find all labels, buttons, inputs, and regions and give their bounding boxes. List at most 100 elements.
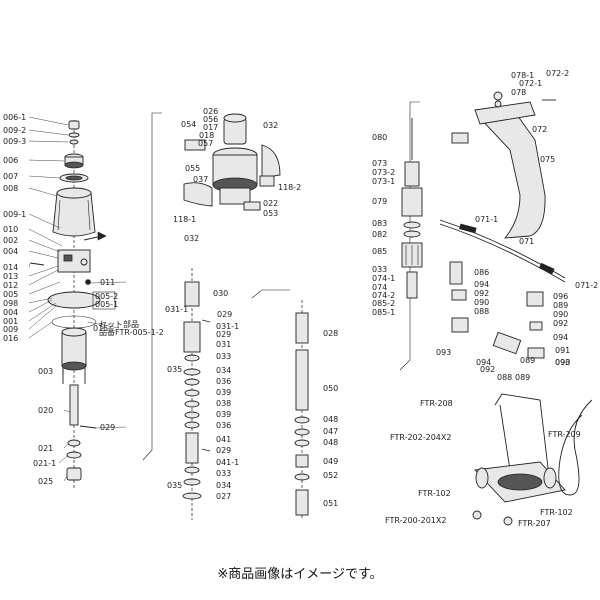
leader-line (28, 265, 59, 277)
middle-assembly (142, 112, 310, 520)
label-071-2: 071-2 (575, 281, 598, 290)
part-048b (294, 439, 310, 447)
part-027 (182, 492, 202, 500)
label-029: 029 (216, 446, 231, 455)
leader-line (28, 239, 61, 253)
label-FTR-102: FTR-102 (418, 489, 451, 498)
label-031-1: 031-1 (165, 305, 188, 314)
label-009: 009 (3, 325, 18, 334)
part-008-motor (52, 192, 96, 237)
label-072-2: 072-2 (546, 69, 569, 78)
leader-line (28, 228, 63, 247)
label-039: 039 (216, 388, 231, 397)
label-082: 082 (372, 230, 387, 239)
part-049 (295, 454, 309, 468)
motor-shade-2 (87, 199, 91, 231)
part-052 (294, 473, 310, 481)
cart-upright (499, 404, 511, 471)
label-034: 034 (216, 366, 231, 375)
part-051 (295, 489, 309, 516)
switch-block-detail (63, 254, 73, 262)
label-029: 029 (216, 330, 231, 339)
leader-line (28, 213, 61, 229)
part-025 (66, 467, 82, 481)
leader-line (28, 302, 57, 322)
part-022-053 (243, 201, 261, 211)
label-074-2: 074-2 (372, 291, 395, 300)
label-035: 035 (167, 481, 182, 490)
label-021-1: 021-1 (33, 459, 56, 468)
label-FTR-208: FTR-208 (420, 399, 453, 408)
label-036: 036 (216, 421, 231, 430)
part-029-b (201, 448, 211, 452)
label-009-2: 009-2 (3, 126, 26, 135)
label-037: 037 (193, 175, 208, 184)
label-090: 090 (474, 298, 489, 307)
label-052: 052 (323, 471, 338, 480)
label-006: 006 (3, 156, 18, 165)
cart-caster-2 (503, 516, 513, 526)
part-072 (474, 101, 536, 125)
leader-line (28, 269, 59, 286)
cart-tray (497, 473, 543, 491)
left-assembly (29, 120, 107, 490)
leader-line (28, 140, 69, 143)
label-071-1: 071-1 (475, 215, 498, 224)
cart-handle (494, 393, 549, 469)
label-093: 093 (436, 348, 451, 357)
middle-bracket-left (142, 112, 162, 461)
part-075-handle (479, 111, 546, 239)
part-029-pin (79, 425, 97, 429)
label-030: 030 (213, 289, 228, 298)
label-047: 047 (323, 427, 338, 436)
part-071-hose-2 (439, 223, 566, 283)
leader-line (63, 443, 69, 449)
callout-2: セット部品 (99, 319, 139, 329)
label-FTR-102: FTR-102 (540, 508, 573, 517)
label-007: 007 (3, 172, 18, 181)
label-039: 039 (216, 410, 231, 419)
callout-3: 品番FTR-005-1-2 (99, 327, 164, 337)
label-094: 094 (553, 333, 568, 342)
label-053: 053 (263, 209, 278, 218)
part-086 (449, 261, 463, 285)
label-012: 012 (3, 281, 18, 290)
label-032: 032 (263, 121, 278, 130)
label-051: 051 (323, 499, 338, 508)
pump-body (61, 331, 87, 367)
part-118-2 (259, 175, 275, 187)
part-094-right (529, 321, 543, 331)
label-057: 057 (198, 139, 213, 148)
leader-line (63, 475, 68, 482)
label-089: 089 (553, 301, 568, 310)
label-001: 001 (3, 317, 18, 326)
leader-line (28, 297, 53, 304)
label-072-1: 072-1 (519, 79, 542, 88)
label-041: 041 (216, 435, 231, 444)
part-083 (403, 221, 421, 229)
part-021 (67, 439, 81, 447)
label-027: 027 (216, 492, 231, 501)
part-010-plug (97, 231, 107, 241)
part-092 (451, 289, 467, 301)
label-092: 092 (474, 289, 489, 298)
label-013: 013 (3, 272, 18, 281)
label-FTR-209: FTR-209 (548, 430, 581, 439)
leader-line (94, 426, 127, 429)
leader-line (28, 321, 53, 339)
label-085: 085 (372, 247, 387, 256)
label-033: 033 (372, 265, 387, 274)
label-089: 089 (515, 373, 530, 382)
part-021-1 (66, 451, 82, 459)
label-010: 010 (3, 225, 18, 234)
label-090: 090 (553, 310, 568, 319)
part-014 (29, 262, 45, 266)
label-118-2: 118-2 (278, 183, 301, 192)
leader-line (28, 187, 58, 197)
part-031 (183, 321, 201, 353)
label-092: 092 (480, 365, 495, 374)
leader-line (28, 175, 61, 179)
motor-shade-1 (57, 199, 61, 231)
part-072-plate (451, 132, 469, 144)
leader-line (28, 159, 65, 162)
